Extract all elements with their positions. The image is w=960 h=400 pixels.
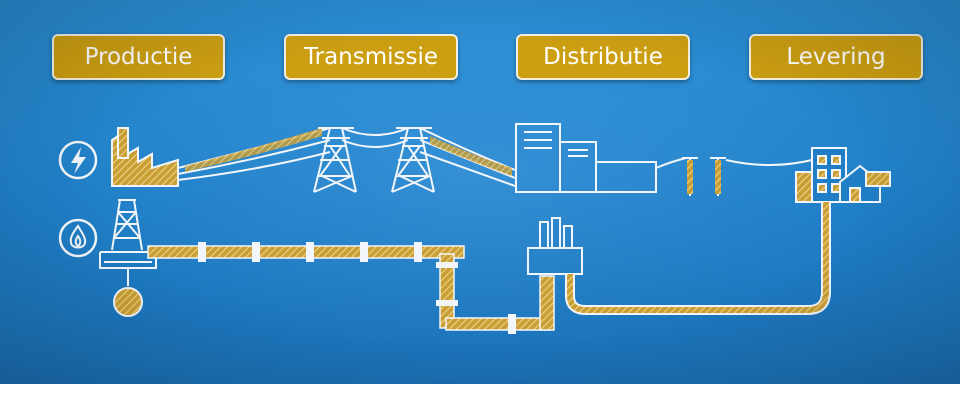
- factory-sketch: [111, 127, 179, 187]
- pylon-left: [313, 127, 357, 193]
- substation-sketch: [515, 123, 657, 193]
- consumer-buildings: [795, 147, 891, 203]
- stage-label-levering[interactable]: Levering: [749, 34, 923, 80]
- energy-chain-diagram: Productie Transmissie Distributie Leveri…: [0, 0, 960, 384]
- delivery-pipe: [565, 202, 831, 315]
- energy-chain-illustration: [58, 123, 891, 334]
- gas-plant-sketch: [527, 217, 583, 275]
- flame-icon: [58, 218, 98, 258]
- stage-label-distributie[interactable]: Distributie: [516, 34, 690, 80]
- pylon-right: [391, 127, 435, 193]
- stage-label-transmissie[interactable]: Transmissie: [284, 34, 458, 80]
- derrick-sketch: [99, 199, 157, 317]
- stage-label-productie[interactable]: Productie: [52, 34, 225, 80]
- distribution-poles: [655, 157, 813, 196]
- gas-pipeline: [147, 242, 555, 334]
- lightning-icon: [58, 140, 98, 180]
